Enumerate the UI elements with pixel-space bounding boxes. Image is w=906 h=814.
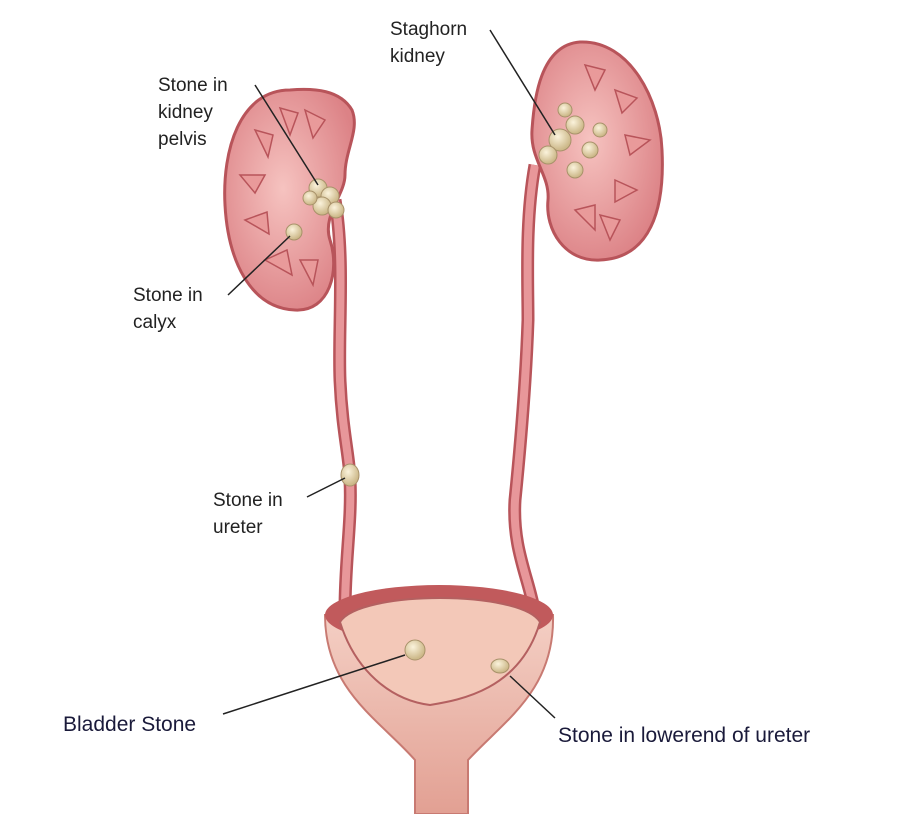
bladder-stone	[404, 639, 426, 661]
label-line: calyx	[133, 312, 177, 333]
right-kidney	[530, 40, 664, 262]
label-line: ureter	[213, 517, 263, 538]
label-stone-in-lower-ureter: Stone in lowerend of ureter	[558, 724, 811, 747]
leader-lines	[222, 29, 556, 719]
label-line: Staghorn	[390, 19, 468, 40]
lower-ureter-stone	[490, 658, 510, 674]
label-bladder-stone: Bladder Stone	[63, 713, 197, 736]
label-line: Stone in	[158, 75, 228, 96]
label-stone-in-kidney-pelvis: Stone in kidney pelvis	[158, 72, 228, 153]
ureter-stone	[340, 463, 360, 487]
left-kidney	[223, 87, 356, 312]
label-line: pelvis	[158, 129, 207, 150]
label-line: Stone in	[133, 285, 203, 306]
label-stone-in-calyx: Stone in calyx	[133, 282, 203, 336]
label-staghorn-kidney: Staghorn kidney	[390, 16, 467, 70]
bladder	[323, 585, 555, 814]
label-line: Stone in	[213, 490, 283, 511]
label-line: kidney	[158, 102, 213, 123]
label-line: kidney	[390, 46, 445, 67]
label-stone-in-ureter: Stone in ureter	[213, 487, 283, 541]
